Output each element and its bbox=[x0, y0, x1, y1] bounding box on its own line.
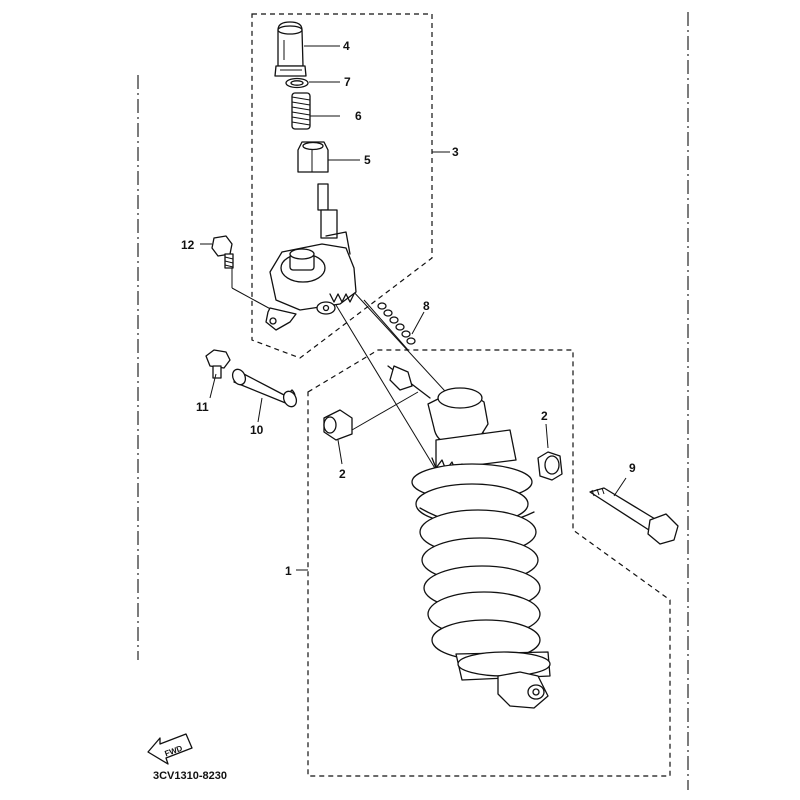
callout-10: 10 bbox=[250, 423, 264, 437]
spacer-part-10 bbox=[231, 368, 298, 408]
callout-11: 11 bbox=[196, 400, 209, 414]
leader-lines bbox=[200, 45, 627, 571]
spring-part-6 bbox=[291, 92, 311, 130]
shock-assembly-boundary bbox=[307, 349, 671, 777]
callout-5: 5 bbox=[364, 153, 371, 167]
bolt-part-11 bbox=[205, 349, 231, 379]
diagram-code: 3CV1310-8230 bbox=[153, 770, 227, 782]
collar-part-5 bbox=[297, 141, 329, 173]
adjuster-cap-part-4 bbox=[274, 21, 307, 77]
callout-8: 8 bbox=[423, 299, 430, 313]
shock-absorber-part-1 bbox=[387, 365, 551, 709]
callout-6: 6 bbox=[355, 109, 362, 123]
forward-direction-arrow: FWD bbox=[147, 733, 193, 765]
bushing-part-2-lower bbox=[537, 451, 563, 481]
callout-2-lower-bushing: 2 bbox=[541, 409, 548, 423]
callout-2-upper-bushing: 2 bbox=[339, 467, 346, 481]
callout-3: 3 bbox=[452, 145, 459, 159]
callout-9: 9 bbox=[629, 461, 636, 475]
bolt-part-12 bbox=[211, 235, 234, 269]
chain-part-8 bbox=[377, 302, 416, 345]
callout-1: 1 bbox=[285, 564, 292, 578]
ring-part-7 bbox=[285, 77, 309, 89]
callout-7: 7 bbox=[344, 75, 351, 89]
page-frame bbox=[137, 12, 689, 790]
bushing-part-2-upper bbox=[323, 409, 353, 441]
adjuster-assembly-boundary bbox=[251, 13, 433, 359]
adjuster-body-part-3 bbox=[265, 183, 357, 331]
callout-4: 4 bbox=[343, 39, 350, 53]
bolt-part-9 bbox=[589, 487, 679, 545]
callout-12: 12 bbox=[181, 238, 195, 252]
